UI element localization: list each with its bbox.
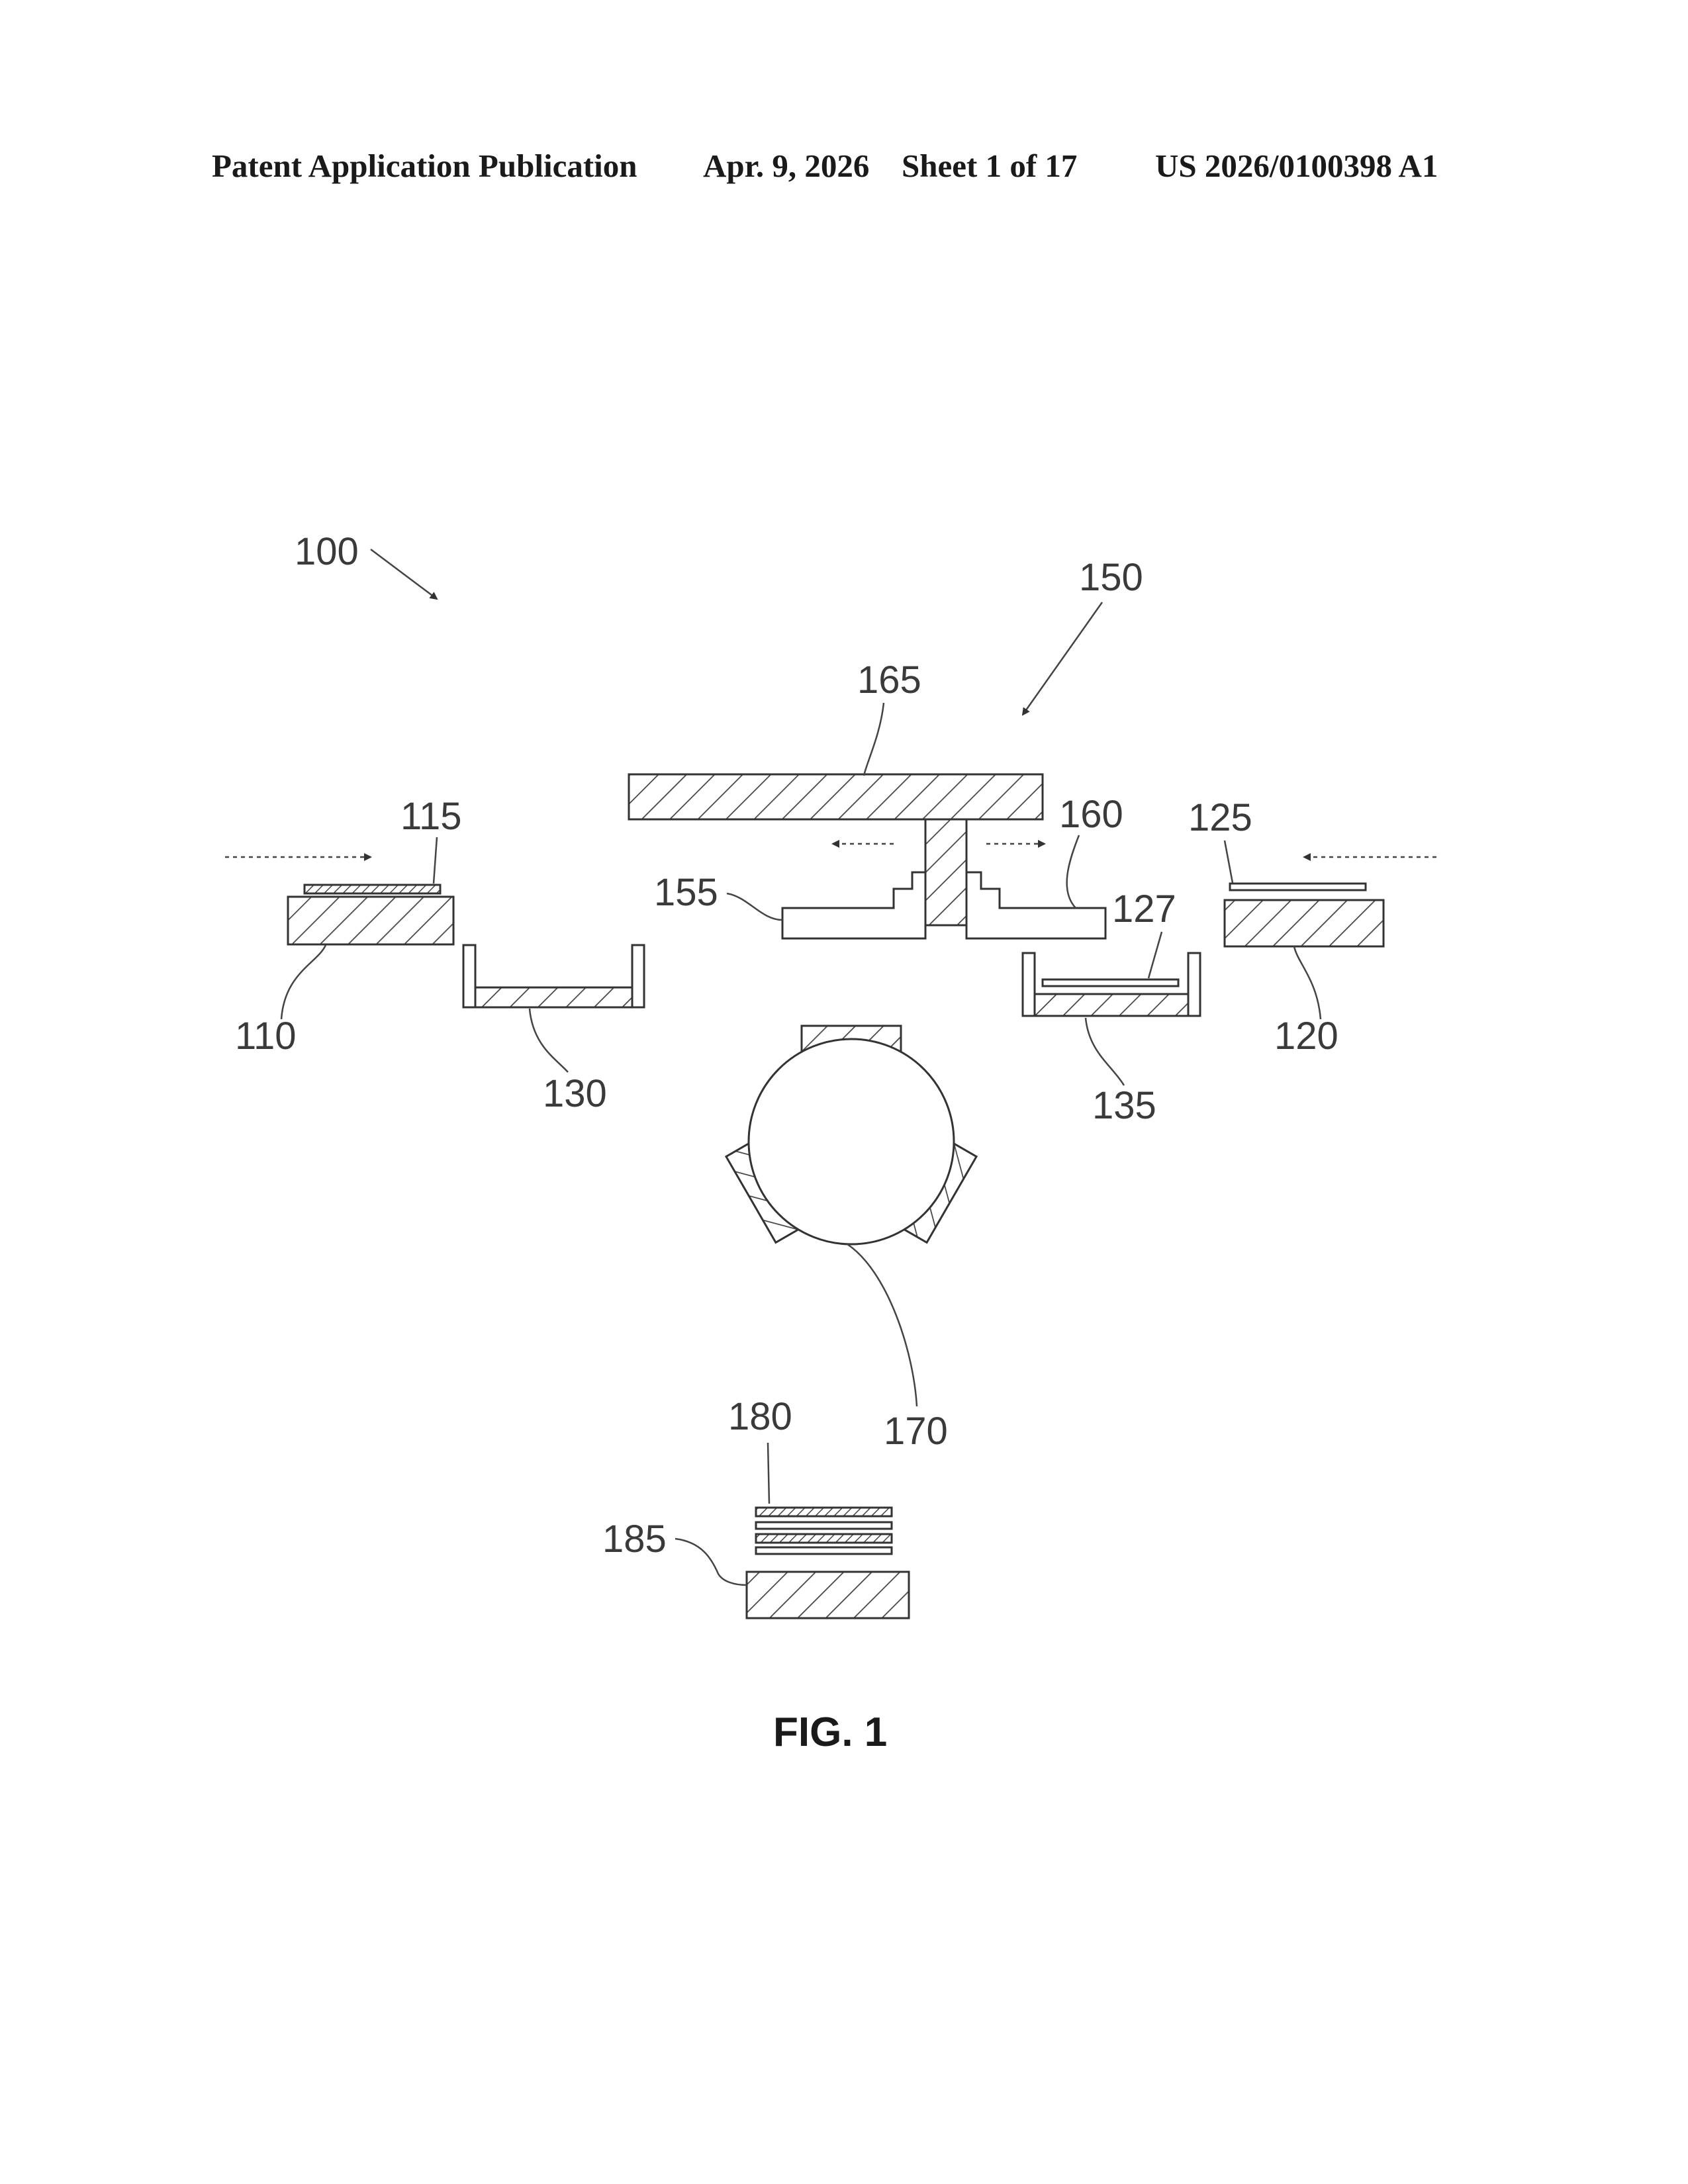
left-sheet-115 — [305, 885, 440, 893]
left-stage-110: 115 110 — [225, 795, 461, 1058]
rotary-drum — [749, 1039, 954, 1244]
ref-100-label: 100 — [295, 530, 359, 573]
ref-185-leader — [675, 1539, 747, 1585]
ref-110-label: 110 — [235, 1015, 296, 1058]
ref-150-arrow — [1023, 602, 1102, 715]
ref-180-leader — [768, 1443, 769, 1504]
top-plate — [629, 774, 1043, 819]
right-stage-120: 125 120 — [1188, 796, 1436, 1058]
ref-160-label: 160 — [1059, 793, 1123, 836]
figure-caption: FIG. 1 — [773, 1709, 887, 1755]
ref-185-label: 185 — [602, 1518, 667, 1561]
left-tray-bed — [475, 987, 632, 1007]
right-stage — [1225, 900, 1383, 946]
ref-100-arrow — [371, 549, 437, 599]
ref-170-leader — [847, 1244, 917, 1406]
ref-170-label: 170 — [884, 1410, 948, 1453]
center-shaft — [925, 819, 966, 925]
left-gripper-155: 155 — [654, 871, 925, 938]
rotary-unit-170: 170 — [726, 1026, 976, 1453]
ref-115-leader — [434, 837, 437, 884]
left-gripper — [782, 872, 925, 938]
right-gripper — [966, 872, 1105, 938]
right-tray-bed — [1035, 994, 1188, 1016]
ref-130-label: 130 — [543, 1072, 607, 1115]
ref-165-label: 165 — [857, 659, 921, 702]
stack-sheet-1 — [756, 1508, 892, 1516]
ref-160-leader — [1067, 835, 1079, 908]
stack-sheet-3 — [756, 1534, 892, 1543]
left-stage — [288, 897, 453, 944]
ref-155-label: 155 — [654, 871, 718, 914]
ref-127-leader — [1149, 932, 1162, 978]
ref-130-leader — [530, 1009, 568, 1072]
right-sheet-125 — [1230, 884, 1366, 890]
stack-sheet-2 — [756, 1522, 892, 1529]
right-tray-sheet-127 — [1043, 979, 1178, 986]
ref-150-group: 150 — [1023, 556, 1143, 715]
top-plate-165: 165 — [629, 659, 1043, 819]
ref-125-leader — [1225, 841, 1233, 883]
ref-155-leader — [727, 893, 782, 920]
stack-sheet-4 — [756, 1547, 892, 1554]
ref-165-leader — [864, 703, 884, 776]
ref-100-group: 100 — [295, 530, 437, 599]
ref-127-label: 127 — [1112, 887, 1176, 931]
ref-180-label: 180 — [728, 1395, 792, 1438]
ref-125-label: 125 — [1188, 796, 1252, 839]
ref-135-label: 135 — [1092, 1084, 1156, 1127]
output-base — [747, 1572, 909, 1618]
ref-115-label: 115 — [400, 795, 461, 838]
ref-120-label: 120 — [1274, 1015, 1338, 1058]
left-tray-130: 130 — [463, 945, 644, 1115]
ref-110-leader — [281, 945, 326, 1019]
ref-150-label: 150 — [1079, 556, 1143, 599]
ref-120-leader — [1294, 946, 1321, 1019]
ref-135-leader — [1086, 1018, 1124, 1085]
output-stack-185: 180 185 — [602, 1395, 909, 1618]
